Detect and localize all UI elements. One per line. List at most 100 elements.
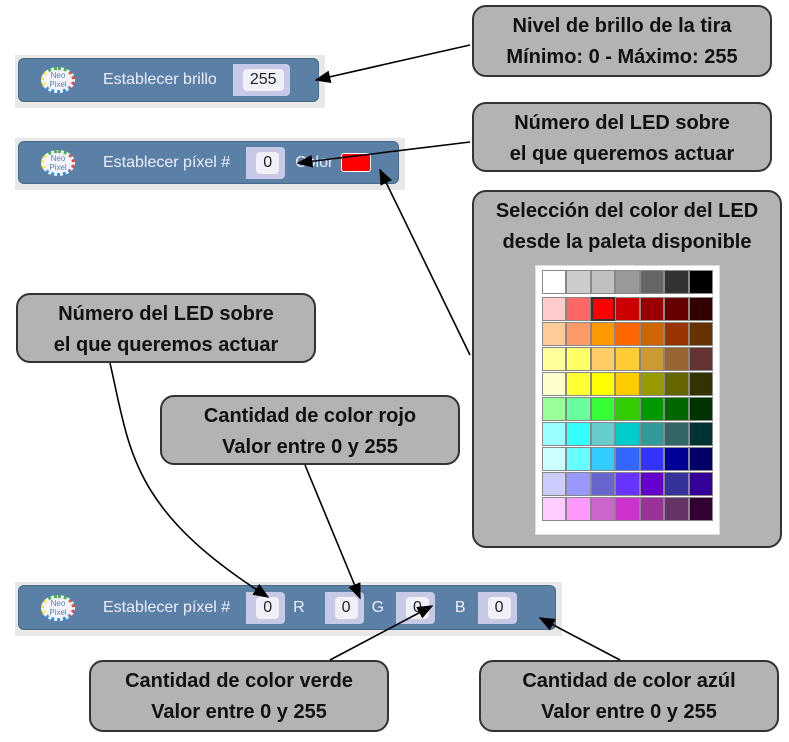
palette-color-swatch[interactable] [566, 270, 591, 294]
palette-color-swatch[interactable] [566, 322, 591, 346]
palette-color-swatch[interactable] [688, 347, 713, 371]
palette-color-swatch[interactable] [542, 347, 567, 371]
palette-color-swatch[interactable] [664, 322, 689, 346]
palette-color-swatch[interactable] [664, 372, 689, 396]
palette-color-swatch[interactable] [615, 422, 640, 446]
palette-color-swatch[interactable] [615, 372, 640, 396]
palette-color-swatch[interactable] [688, 297, 713, 321]
palette-color-swatch[interactable] [639, 472, 665, 496]
palette-color-swatch[interactable] [590, 297, 616, 321]
logo-text: Neo [50, 71, 66, 80]
palette-color-swatch[interactable] [664, 297, 689, 321]
palette-row [542, 372, 713, 396]
palette-color-swatch[interactable] [688, 497, 713, 521]
palette-color-swatch[interactable] [664, 422, 689, 446]
palette-color-swatch[interactable] [688, 447, 713, 471]
palette-color-swatch[interactable] [542, 297, 567, 321]
palette-color-swatch[interactable] [542, 372, 567, 396]
palette-color-swatch[interactable] [590, 447, 616, 471]
palette-color-swatch[interactable] [664, 347, 689, 371]
palette-color-swatch[interactable] [615, 322, 640, 346]
palette-row [542, 347, 713, 371]
pixel-index-input[interactable]: 0 [256, 151, 280, 174]
r-label: R [293, 598, 305, 616]
palette-color-swatch[interactable] [590, 497, 616, 521]
logo-text: Neo [50, 153, 66, 163]
palette-color-swatch[interactable] [566, 422, 591, 446]
palette-color-swatch[interactable] [615, 447, 640, 471]
palette-color-swatch[interactable] [639, 347, 665, 371]
g-label: G [371, 598, 385, 616]
palette-color-swatch[interactable] [542, 497, 567, 521]
palette-color-swatch[interactable] [590, 322, 616, 346]
palette-color-swatch[interactable] [566, 372, 591, 396]
blue-input[interactable]: 0 [487, 596, 511, 619]
palette-color-swatch[interactable] [688, 422, 713, 446]
callout-line: Cantidad de color azúl [522, 670, 736, 692]
pixel-socket: 0 [242, 146, 286, 179]
palette-color-swatch[interactable] [566, 347, 591, 371]
palette-color-swatch[interactable] [542, 422, 567, 446]
palette-color-swatch[interactable] [664, 270, 689, 294]
palette-color-swatch[interactable] [639, 270, 665, 294]
callout-line: Cantidad de color rojo [203, 405, 417, 427]
palette-row [542, 297, 713, 321]
palette-color-swatch[interactable] [590, 347, 616, 371]
palette-color-swatch[interactable] [615, 397, 640, 421]
palette-color-swatch[interactable] [639, 322, 665, 346]
palette-color-swatch[interactable] [615, 347, 640, 371]
palette-color-swatch[interactable] [590, 270, 616, 294]
callout-line: Número del LED sobre [58, 303, 274, 325]
palette-color-swatch[interactable] [688, 472, 713, 496]
palette-color-swatch[interactable] [542, 447, 567, 471]
palette-color-swatch[interactable] [566, 497, 591, 521]
palette-color-swatch[interactable] [615, 472, 640, 496]
pixel-index-input[interactable]: 0 [256, 596, 280, 619]
arrow [314, 44, 471, 84]
palette-color-swatch[interactable] [639, 397, 665, 421]
palette-color-swatch[interactable] [688, 270, 713, 294]
palette-color-swatch[interactable] [664, 472, 689, 496]
palette-color-swatch[interactable] [639, 372, 665, 396]
palette-color-swatch[interactable] [688, 322, 713, 346]
palette-color-swatch[interactable] [639, 297, 665, 321]
palette-color-swatch[interactable] [542, 472, 567, 496]
palette-color-swatch[interactable] [615, 497, 640, 521]
palette-color-swatch[interactable] [542, 397, 567, 421]
palette-color-swatch[interactable] [590, 372, 616, 396]
palette-color-swatch[interactable] [639, 422, 665, 446]
palette-color-swatch[interactable] [590, 472, 616, 496]
palette-color-swatch[interactable] [566, 397, 591, 421]
logo-text: Neo [50, 598, 66, 608]
palette-color-swatch[interactable] [688, 397, 713, 421]
palette-color-swatch[interactable] [590, 422, 616, 446]
green-input[interactable]: 0 [406, 596, 429, 619]
palette-color-swatch[interactable] [639, 497, 665, 521]
palette-color-swatch[interactable] [615, 270, 640, 294]
palette-color-swatch[interactable] [542, 270, 567, 294]
palette-color-swatch[interactable] [566, 472, 591, 496]
palette-color-swatch[interactable] [542, 322, 567, 346]
palette-color-swatch[interactable] [664, 447, 689, 471]
palette-color-swatch[interactable] [688, 372, 713, 396]
palette-color-swatch[interactable] [664, 397, 689, 421]
palette-color-swatch[interactable] [639, 447, 665, 471]
palette-color-swatch[interactable] [566, 297, 591, 321]
color-picker-swatch[interactable] [341, 153, 372, 172]
palette-color-swatch[interactable] [566, 447, 591, 471]
brightness-input[interactable]: 255 [242, 69, 284, 91]
block-label: Establecer píxel # [103, 598, 231, 616]
callout-line: el que queremos actuar [53, 334, 279, 356]
palette-color-swatch[interactable] [615, 297, 640, 321]
palette-color-swatch[interactable] [664, 497, 689, 521]
palette-color-swatch[interactable] [590, 397, 616, 421]
red-input[interactable]: 0 [334, 596, 358, 619]
